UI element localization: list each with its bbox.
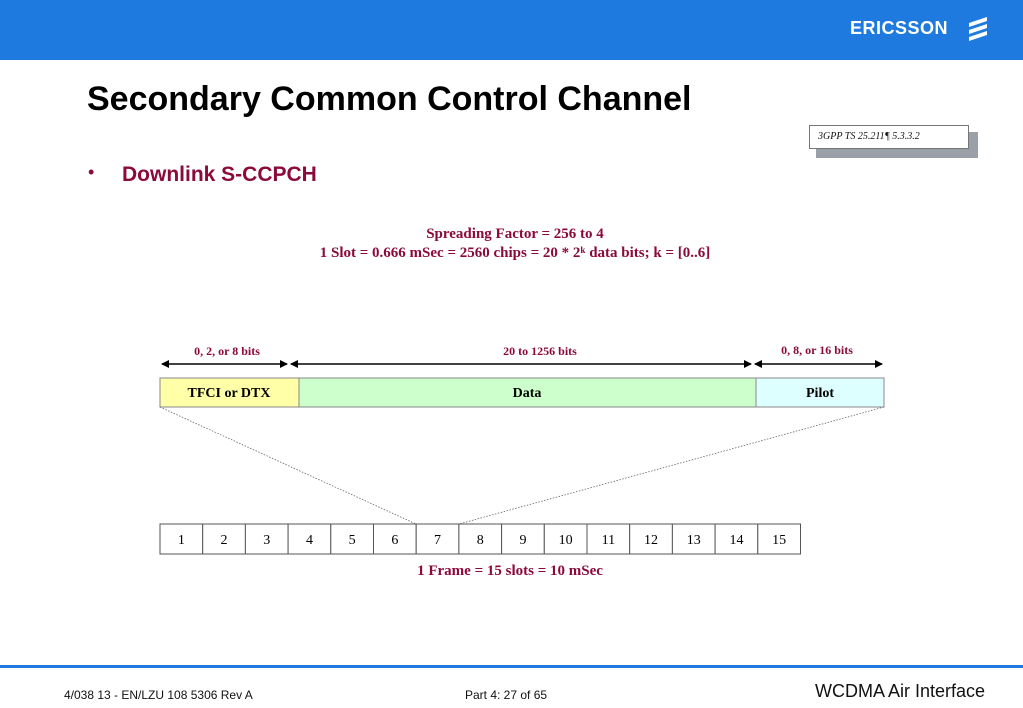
brand-name: ERICSSON — [850, 18, 949, 38]
frame-slot-box — [586, 523, 631, 555]
header-bar: ERICSSON — [0, 0, 1023, 60]
bullet-icon: • — [88, 162, 95, 182]
frame-slot-number: 9 — [519, 533, 526, 548]
frame-slot-number: 10 — [559, 533, 573, 548]
frame-slot-number: 2 — [221, 533, 228, 548]
ericsson-wave-icon — [969, 17, 987, 41]
frame-slot-number: 12 — [644, 533, 658, 548]
pilot-field-label: Pilot — [806, 386, 834, 401]
frame-slot-box — [159, 523, 204, 555]
spreading-factor-line: Spreading Factor = 256 to 4 — [426, 226, 604, 242]
slot-definition-line: 1 Slot = 0.666 mSec = 2560 chips = 20 * … — [319, 245, 711, 261]
footer-line — [0, 665, 1023, 668]
frame-slot-box — [458, 523, 503, 555]
zoom-line-left — [159, 406, 417, 525]
frame-slot-box — [415, 523, 460, 555]
frame-slot-box — [671, 523, 716, 555]
frame-slot-box — [757, 523, 801, 555]
data-field-label: Data — [513, 386, 542, 401]
tfci-bits-label: 0, 2, or 8 bits — [194, 344, 260, 358]
frame-slot-number: 15 — [772, 533, 786, 548]
footer-doc-id: 4/038 13 - EN/LZU 108 5306 Rev A — [64, 688, 253, 702]
footer-page: Part 4: 27 of 65 — [465, 688, 548, 702]
bullet-heading: Downlink S-CCPCH — [122, 163, 317, 186]
data-field — [298, 377, 757, 408]
frame-slot-number: 14 — [729, 533, 743, 548]
frame-slot-box — [543, 523, 588, 555]
spec-reference-box: 3GPP TS 25.211¶ 5.3.3.2 — [809, 125, 969, 149]
frame-slot-number: 1 — [178, 533, 185, 548]
frame-slot-box — [714, 523, 759, 555]
frame-slot-box — [629, 523, 673, 555]
data-bits-label: 20 to 1256 bits — [503, 344, 577, 358]
frame-slot-number: 3 — [263, 533, 270, 548]
frame-slot-number: 8 — [477, 533, 484, 548]
frame-slot-number: 6 — [391, 533, 398, 548]
footer-course: WCDMA Air Interface — [815, 681, 986, 701]
frame-slot-box — [330, 523, 374, 555]
frame-slot-box — [244, 523, 289, 555]
frame-slot-number: 7 — [434, 533, 441, 548]
page-title: Secondary Common Control Channel — [87, 80, 692, 118]
zoom-line-right — [458, 406, 885, 525]
frame-slot-number: 5 — [349, 533, 356, 548]
frame-slot-number: 4 — [306, 533, 313, 548]
pilot-field — [755, 377, 885, 408]
frame-label: 1 Frame = 15 slots = 10 mSec — [417, 563, 603, 579]
frame-slot-number: 13 — [687, 533, 701, 548]
frame-slot-number: 11 — [602, 533, 615, 548]
tfci-field-label: TFCI or DTX — [188, 386, 271, 401]
pilot-bits-label: 0, 8, or 16 bits — [781, 343, 853, 357]
